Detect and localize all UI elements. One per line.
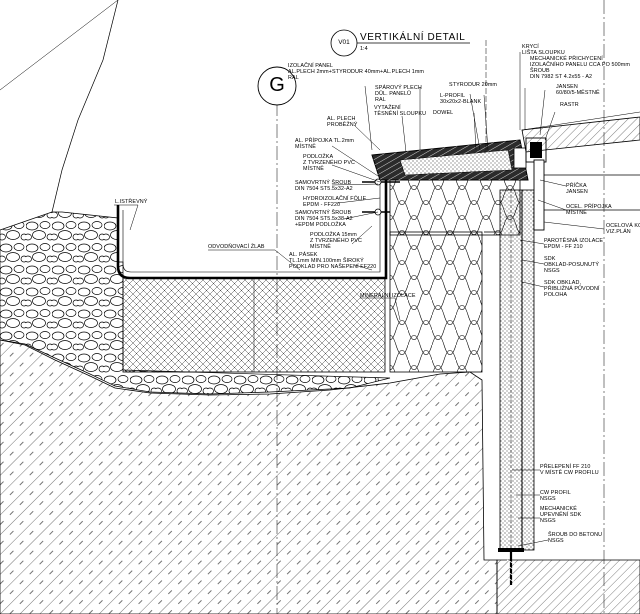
drawing-scale: 1:4 (360, 46, 368, 52)
label-odvodnovaci-zlab: ODVODŇOVACÍ ŽLAB (208, 244, 265, 250)
label-dowel: DOWEL (433, 110, 454, 116)
leader-lines (114, 52, 605, 547)
label-sroub-do-betonu: ŠROUB DO BETONU NSGS (548, 532, 603, 544)
label-rastr: RASTR (560, 102, 579, 108)
label-al-pasek: AL. PÁSEK TL.1mm MIN.100mm ŠIROKÝ PODKLA… (289, 252, 377, 270)
label-parotesna-izolace: PAROTĚSNÁ IZOLACE EPDM - FF 210 (544, 238, 604, 250)
label-samovrtny-sroub-2: SAMOVRTNÝ ŠROUB DIN 7504 ST5.5x38-A2 +EP… (295, 210, 353, 228)
label-mechanicke-upevneni-sdk: MECHANICKÉ UPEVNĚNÍ SDK NSGS (540, 506, 582, 524)
existing-wall-outline (0, 0, 119, 213)
label-sdk-obklad-posunuty: SDK OBKLAD-POSUNUTÝ NSGS (544, 256, 600, 274)
label-l-profil: L-PROFIL 30x20x2-BLANK (440, 93, 482, 105)
label-mechanicke-prichyceni: MECHANICKÉ PŘICHYCENÍ IZOLAČNÍHO PANELU … (530, 56, 630, 80)
view-badge: V01 (338, 39, 350, 46)
label-hydroizolacni-folie: HYDROIZOLAČNÍ FÓLIE EPDM - FF220 (303, 196, 367, 208)
label-al-pripojka: AL. PŘÍPOJKA TL.2mm MÍSTNĚ (295, 138, 355, 150)
label-styrodur: STYRODUR 20mm (449, 82, 498, 88)
roof-glazing (521, 111, 640, 163)
grid-marker: G (269, 74, 285, 96)
label-mineralni-izolace: MINERÁLNÍ IZOLACE (360, 293, 416, 299)
label-sparovy-plech: SPÁROVÝ PLECH DŮL. PANELŮ RAL (375, 85, 422, 103)
label-kryci-lista: KRYCÍ LIŠTA SLOUPKU (522, 44, 565, 56)
cross-hatched-bed (122, 277, 386, 373)
label-vytazeni: VYTAŽENÍ TĚSNĚNÍ SLOUPKU (374, 105, 427, 117)
label-l-istrevny: L.ISTŘEVNÝ (115, 199, 148, 205)
label-cw-profil: CW PROFIL NSGS (540, 490, 571, 502)
label-podlozka-2: PODLOŽKA 15mm Z TVRZENÉHO PVC MÍSTNĚ (310, 232, 363, 250)
drainage-gutter (116, 175, 388, 280)
steel-column (533, 159, 640, 231)
self-drilling-screws (362, 178, 400, 216)
label-pricka: PŘÍČKA JANSEN (566, 183, 588, 195)
concrete-screw (498, 548, 524, 585)
title-block (257, 29, 470, 106)
label-sdk-obklad-puvodni: SDK OBKLAD, PŘIBLIŽNÁ PŮVODNÍ POLOHA (544, 280, 600, 298)
plasterboard-strip (484, 189, 535, 551)
insulation-panel (371, 139, 529, 181)
label-al-plech-probezny: AL. PLECH PROBĚŽNÝ (327, 116, 358, 128)
label-ocel-pripojka: OCEL. PŘÍPOJKA MÍSTNĚ (566, 204, 612, 216)
label-samovrtny-sroub-1: SAMOVRTNÝ ŠROUB DIN 7504 ST5.5x32-A2 (295, 180, 353, 192)
label-podlozka-1: PODLOŽKA Z TVRZENÉHO PVC MÍSTNĚ (303, 154, 356, 172)
drawing-title: VERTIKÁLNÍ DETAIL (360, 32, 466, 43)
label-jansen: JANSEN 60/80/5-MĚSTNĚ (556, 84, 600, 96)
label-izolacni-panel: IZOLAČNÍ PANEL AL.PLECH 2mm+STYRODUR 40m… (288, 63, 425, 81)
mineral-insulation (389, 174, 521, 373)
axis-line (276, 0, 605, 614)
label-ocelova-kce: OCELOVÁ KCE. VIZ.PLÁN (606, 223, 640, 235)
label-prelepeni: PŘELEPENÍ FF 210 V MÍSTĚ CW PROFILU (540, 464, 599, 476)
